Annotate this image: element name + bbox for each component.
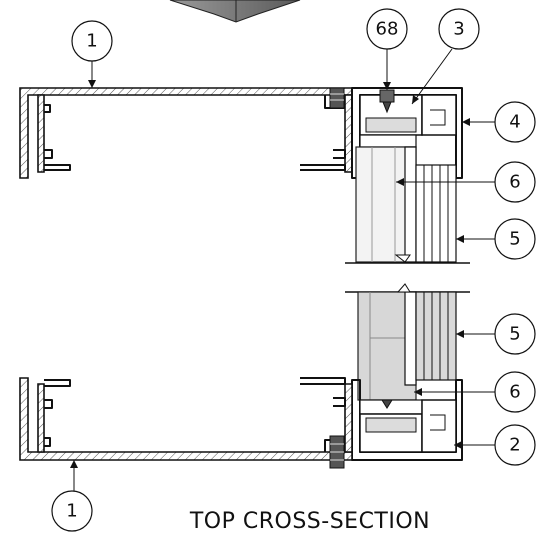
glass-layers-top	[415, 164, 457, 263]
callout-label: 6	[509, 172, 520, 193]
tube-profile-bottom	[19, 377, 353, 461]
callout-label: 5	[509, 229, 520, 250]
callout-label: 2	[509, 435, 520, 456]
callout-profile-top: 1	[71, 20, 113, 88]
tube-left-fin	[37, 94, 45, 173]
callout-label: 1	[86, 31, 97, 52]
iso-detail-fragment	[169, 0, 301, 23]
callout-label: 1	[66, 501, 77, 522]
bottom-section	[19, 283, 470, 469]
callout-glass-bottom: 5	[456, 313, 536, 355]
callout-frame-top: 4	[462, 101, 536, 143]
callout-label: 5	[509, 324, 520, 345]
callout-label: 6	[509, 382, 520, 403]
callout-screw-68: 68	[366, 8, 408, 90]
callout-frame-bottom: 2	[454, 424, 536, 466]
callout-label: 4	[509, 112, 520, 133]
glass-layers-bottom	[415, 291, 457, 381]
tube-right-fin	[344, 94, 353, 173]
corner-screw-bottom	[329, 435, 345, 469]
corner-screw-top	[329, 87, 345, 109]
callout-gasket-top: 6	[396, 161, 536, 203]
callout-profile-bottom: 1	[51, 460, 93, 532]
callout-clip: 3	[411, 8, 480, 105]
callout-glass-top: 5	[456, 218, 536, 260]
callout-gasket-bottom: 6	[414, 371, 536, 413]
callout-label: 68	[376, 19, 399, 40]
screw-68-top	[379, 89, 395, 114]
top-section	[19, 87, 470, 264]
callout-label: 3	[453, 19, 464, 40]
drawing-caption: TOP CROSS-SECTION	[189, 509, 430, 534]
